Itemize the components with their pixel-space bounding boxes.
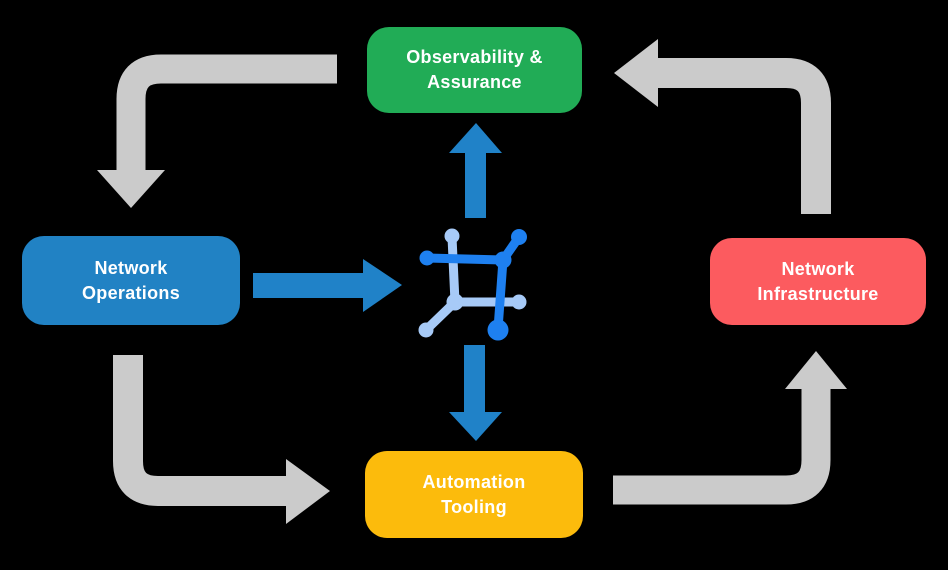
node-label-line2: Infrastructure: [757, 283, 879, 304]
cycle-arrow-operations-to-automation: [113, 355, 330, 524]
node-observability-assurance: Observability & Assurance: [367, 27, 582, 113]
cycle-arrowhead-down: [97, 170, 165, 208]
cycle-arrowhead-right: [286, 459, 330, 524]
network-automation-icon: [418, 228, 527, 341]
cycle-arrow-automation-to-infrastructure: [613, 351, 847, 505]
node-automation-tooling: Automation Tooling: [365, 451, 583, 538]
node-label-line2: Assurance: [427, 72, 522, 92]
icon-light-nodes: [418, 228, 527, 338]
cycle-arrow-elbow: [113, 355, 287, 506]
node-network-infrastructure: Network Infrastructure: [710, 238, 926, 325]
flow-arrow-shaft: [253, 273, 363, 298]
cycle-arrow-elbow: [613, 388, 831, 505]
node-label-line2: Operations: [81, 282, 181, 303]
flow-arrow-operations-to-center: [253, 259, 402, 312]
node-label-line1: Observability &: [406, 47, 543, 67]
icon-dark-nodes: [419, 229, 527, 341]
node-label-line1: Network: [94, 257, 168, 278]
cycle-arrow-observability-to-operations: [97, 54, 337, 208]
flow-arrow-shaft: [464, 345, 485, 413]
node-label-line1: Automation: [422, 471, 526, 492]
node-label-line2: Tooling: [441, 496, 507, 517]
cycle-arrow-elbow: [657, 58, 831, 214]
cycle-arrow-infrastructure-to-observability: [614, 39, 831, 214]
flow-arrowhead-up: [449, 123, 502, 153]
cycle-arrow-elbow: [116, 54, 337, 171]
flow-arrow-shaft: [465, 151, 486, 218]
flow-arrow-center-to-automation: [449, 345, 502, 441]
flow-arrow-center-to-observability: [449, 123, 502, 218]
node-network-operations: Network Operations: [22, 236, 240, 325]
cycle-arrowhead-left: [614, 39, 658, 107]
node-label-line1: Network: [781, 258, 855, 279]
flow-arrowhead-right: [363, 259, 402, 312]
cycle-arrowhead-up: [785, 351, 847, 389]
flow-arrowhead-down: [449, 412, 502, 441]
